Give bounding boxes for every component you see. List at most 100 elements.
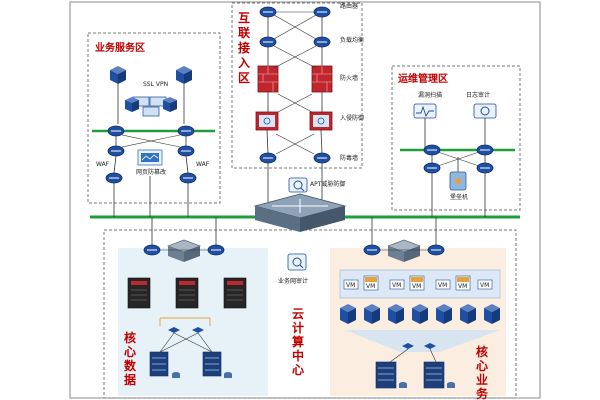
interconnect-zone-label-2: 联	[238, 26, 250, 40]
compute-node-icon	[436, 304, 452, 324]
vuln-scan-label: 漏洞扫描	[418, 91, 442, 99]
switch-icon	[476, 144, 494, 156]
switch-icon	[177, 145, 195, 157]
switch-icon	[105, 172, 123, 184]
switch-icon	[423, 144, 441, 156]
interconnect-zone-label-1: 互	[238, 11, 250, 25]
storage-server-icon	[375, 361, 397, 389]
load-balancer-icon	[313, 36, 331, 48]
switch-icon	[427, 244, 445, 256]
vm-label: VM	[346, 282, 355, 289]
interconnect-zone-label-3: 接	[238, 40, 250, 55]
core-switch-icon	[253, 193, 347, 232]
ips-label: 入侵防御	[340, 114, 364, 122]
waf-right-label: WAF	[196, 161, 210, 168]
vm-label: VM	[412, 283, 421, 290]
switch-icon	[423, 162, 441, 174]
core-data-label-4: 据	[124, 372, 136, 387]
anti-virus-label: 防毒墙	[340, 154, 358, 162]
interconnect-zone-frame	[231, 2, 363, 169]
server-cube-icon	[110, 66, 126, 84]
router-label: 路由器	[340, 2, 358, 10]
core-data-label-3: 数	[124, 358, 137, 373]
firewall-icon	[311, 65, 333, 93]
ips-device-icon	[309, 111, 333, 131]
core-business-label-4: 务	[476, 386, 489, 400]
vm-label: VM	[480, 282, 489, 289]
core-data-area	[118, 248, 268, 396]
switch-icon	[177, 125, 195, 137]
switch-icon	[207, 244, 225, 256]
storage-server-icon	[149, 351, 169, 377]
cloud-zone-label-4: 中	[292, 348, 304, 363]
compute-node-icon	[460, 304, 476, 324]
compute-node-icon	[364, 304, 380, 324]
switch-icon	[143, 244, 161, 256]
web-tamper-label: 网页防篡改	[136, 168, 166, 176]
compute-node-icon	[388, 304, 404, 324]
storage-fabric-fan	[345, 330, 500, 352]
ssl-vpn-label: SSL VPN	[143, 81, 168, 88]
web-tamper-protection-icon	[137, 149, 163, 166]
cloud-zone-frame	[103, 229, 517, 399]
cloud-zone-label-1: 云	[292, 307, 304, 321]
bastion-host-icon	[449, 171, 467, 191]
bastion-label: 堡垒机	[450, 193, 468, 201]
apt-defense-icon	[288, 177, 308, 193]
compute-node-icon	[484, 304, 500, 324]
cloud-zone-label-5: 心	[292, 363, 304, 377]
core-data-label-1: 核	[124, 330, 136, 345]
interconnect-zone-label-4: 入	[238, 56, 250, 70]
blade-server-icon	[175, 277, 199, 309]
vuln-scanner-icon	[413, 103, 437, 119]
storage-switch-icon	[402, 343, 436, 349]
storage-server-icon	[202, 351, 222, 377]
firewall-label: 防火墙	[340, 74, 358, 82]
server-cube-icon	[163, 97, 177, 112]
core-data-label-2: 心	[124, 345, 136, 359]
disk-icon	[447, 382, 455, 388]
compute-node-icon	[340, 304, 356, 324]
switch-icon	[476, 162, 494, 174]
vm-row: VM VM VM VM VM VM VM	[343, 275, 493, 291]
server-cube-icon	[176, 66, 192, 84]
business-zone-label: 业务服务区	[95, 41, 145, 54]
biz-audit-label: 业务网审计	[278, 277, 308, 285]
vm-label: VM	[392, 282, 401, 289]
server-cube-icon	[125, 97, 139, 112]
storage-server-icon	[423, 361, 445, 389]
blade-server-icon	[223, 277, 247, 309]
business-zone-frame	[87, 32, 221, 204]
core-business-label-2: 心	[476, 359, 488, 373]
disk-icon	[399, 382, 407, 388]
waf-left-label: WAF	[96, 161, 110, 168]
load-balancer-icon	[259, 36, 277, 48]
storage-switch-icon	[168, 327, 204, 333]
ips-device-icon	[255, 111, 279, 131]
compute-node-icon	[412, 304, 428, 324]
disk-icon	[172, 372, 180, 378]
load-balance-label: 负载均衡	[340, 36, 364, 44]
switch-icon	[107, 125, 125, 137]
router-icon	[313, 6, 331, 18]
switch-icon	[363, 244, 381, 256]
switch-icon	[107, 145, 125, 157]
anti-virus-wall-icon	[313, 152, 331, 164]
router-icon	[259, 6, 277, 18]
blade-server-icon	[127, 277, 151, 309]
vm-label: VM	[438, 282, 447, 289]
log-audit-label: 日志审计	[466, 91, 490, 99]
biz-audit-icon	[287, 253, 307, 271]
core-business-label-1: 核	[476, 344, 488, 359]
interconnect-zone-label-5: 区	[238, 71, 250, 85]
disk-icon	[224, 372, 232, 378]
switch-icon	[179, 172, 197, 184]
anti-virus-wall-icon	[259, 152, 277, 164]
ops-zone-frame	[391, 65, 521, 211]
cloud-zone-label-3: 算	[292, 334, 304, 349]
vm-label: VM	[366, 283, 375, 290]
log-audit-icon	[473, 103, 497, 119]
firewall-icon	[257, 65, 279, 93]
